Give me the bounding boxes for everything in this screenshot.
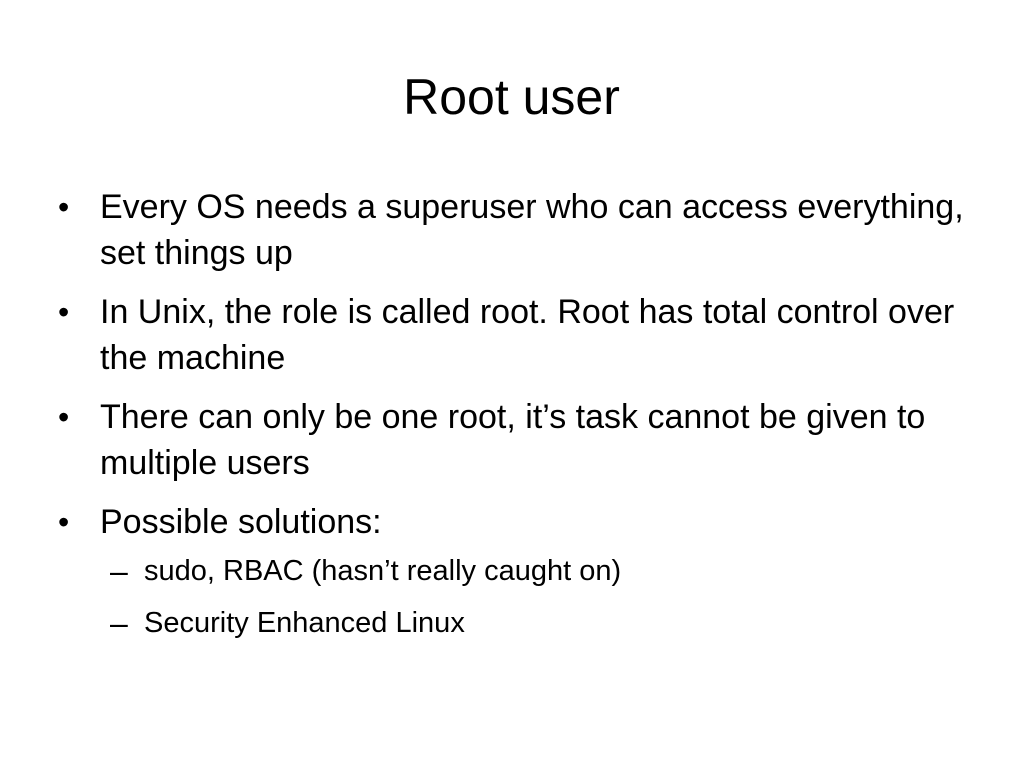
sub-bullet-text: Security Enhanced Linux <box>144 607 465 639</box>
bullet-text: There can only be one root, it’s task ca… <box>100 398 926 482</box>
bullet-marker: • <box>58 504 70 540</box>
bullet-item: • In Unix, the role is called root. Root… <box>56 289 976 381</box>
bullet-marker: • <box>58 294 70 330</box>
bullet-item: • Possible solutions: – sudo, RBAC (hasn… <box>56 499 976 643</box>
bullet-marker: • <box>58 189 70 225</box>
bullet-text: Possible solutions: <box>100 503 382 541</box>
sub-bullet-item: – Security Enhanced Linux <box>100 603 976 643</box>
sub-bullet-marker: – <box>110 605 128 641</box>
sub-bullet-marker: – <box>110 553 128 589</box>
slide-title: Root user <box>403 69 620 125</box>
bullet-item: • There can only be one root, it’s task … <box>56 394 976 486</box>
bullet-item: • Every OS needs a superuser who can acc… <box>56 184 976 276</box>
bullet-text: Every OS needs a superuser who can acces… <box>100 188 964 272</box>
sub-bullet-item: – sudo, RBAC (hasn’t really caught on) <box>100 551 976 591</box>
sub-bullet-text: sudo, RBAC (hasn’t really caught on) <box>144 555 622 587</box>
sub-bullet-list: – sudo, RBAC (hasn’t really caught on) –… <box>100 551 976 643</box>
bullet-list: • Every OS needs a superuser who can acc… <box>56 184 976 656</box>
bullet-text: In Unix, the role is called root. Root h… <box>100 293 955 377</box>
bullet-marker: • <box>58 399 70 435</box>
